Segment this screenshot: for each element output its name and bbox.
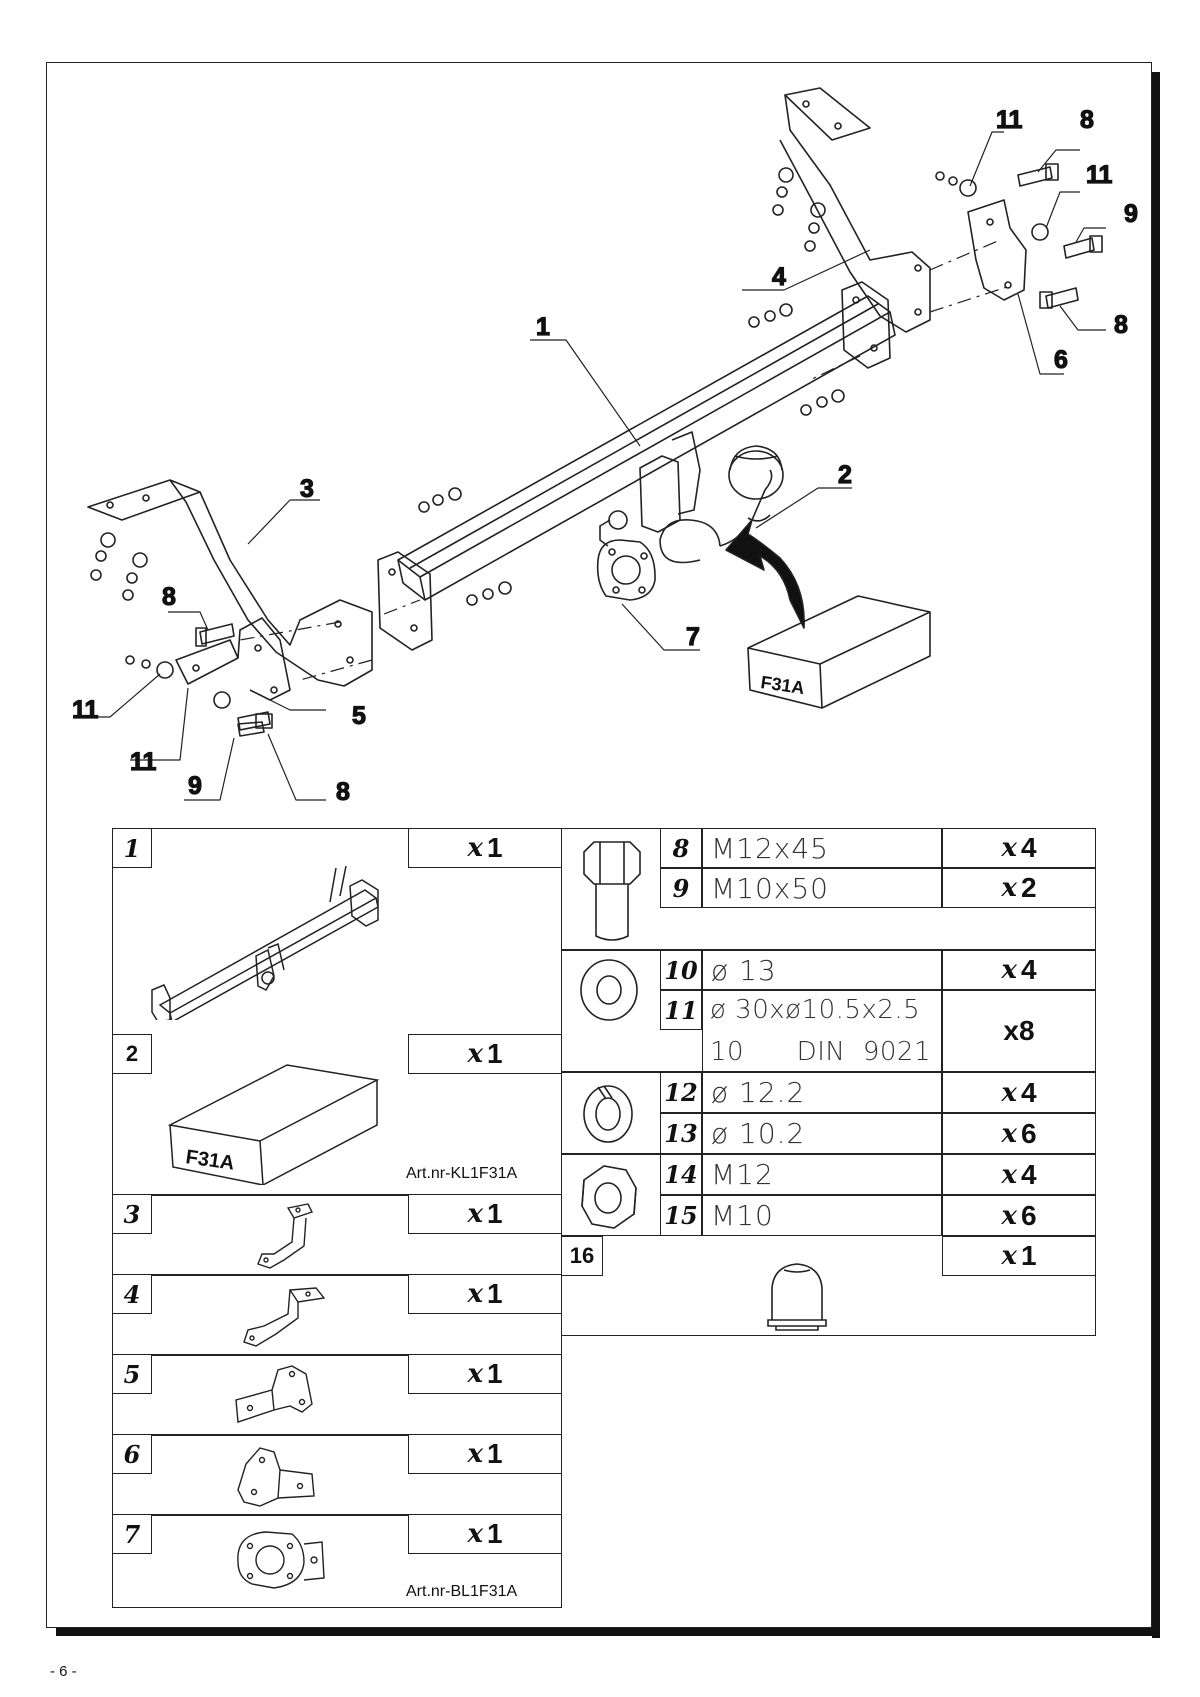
part-spec-11-din: 10 DIN 9021: [710, 1037, 932, 1067]
crossbar-left-plate: [377, 551, 433, 651]
callout-4: 4: [772, 263, 786, 291]
bracket-6-thumbnail: [237, 1447, 315, 1507]
socket-plate: [596, 539, 656, 601]
part-qty-11: x8: [942, 990, 1096, 1072]
callout-9-a: 9: [188, 772, 202, 800]
lock-washer-icon: [583, 1085, 633, 1143]
frame-shadow: [56, 1628, 1160, 1636]
callout-3: 3: [300, 475, 314, 503]
frame-shadow: [1152, 72, 1160, 1638]
callout-11-c: 11: [996, 106, 1023, 134]
left-arm-thumbnail: [257, 1203, 313, 1269]
part-spec-10: ø 13: [702, 950, 942, 990]
part-number-1: 1: [112, 828, 152, 868]
nut-icon: [581, 1165, 637, 1229]
socket-plate-thumbnail: [237, 1531, 325, 1589]
right-arm-bracket: [779, 87, 931, 333]
callout-8-b: 8: [336, 778, 350, 806]
ball-cover-icon: [767, 1263, 827, 1331]
article-number-kl: Art.nr-KL1F31A: [406, 1165, 518, 1182]
callout-11-b: 11: [130, 748, 157, 776]
part-number-3: 3: [112, 1194, 152, 1234]
callout-8-d: 8: [1114, 311, 1128, 339]
packaging-box: [747, 595, 931, 709]
exploded-assembly-drawing: 1 2 3 4 5 6 7 8 8 8 8 9 9 11 11 11 11 F3…: [71, 87, 1139, 807]
part-spec-11-box: [702, 990, 942, 1072]
part-spec-14: M12: [702, 1154, 942, 1195]
part-number-10: 10: [660, 950, 702, 990]
packaging-box-thumbnail: F31A: [167, 1064, 380, 1185]
callout-2: 2: [838, 461, 852, 489]
callout-labels: 1 2 3 4 5 6 7 8 8 8 8 9 9 11 11 11 11: [71, 105, 1138, 806]
part-number-4: 4: [112, 1274, 152, 1314]
bracket-6: [967, 199, 1027, 301]
fastener-group: [90, 167, 1049, 709]
part-number-13: 13: [660, 1113, 702, 1154]
part-spec-15: M10: [702, 1195, 942, 1236]
part-spec-8: M12x45: [702, 828, 942, 868]
part-spec-12: ø 12.2: [702, 1072, 942, 1113]
crossbar-thumbnail: [151, 865, 379, 1020]
part-number-6: 6: [112, 1434, 152, 1474]
part-number-7: 7: [112, 1514, 152, 1554]
part-number-12: 12: [660, 1072, 702, 1113]
callout-5: 5: [352, 702, 366, 730]
bolts: [195, 163, 1103, 737]
callout-8-c: 8: [1080, 106, 1094, 134]
washer-icon: [580, 959, 638, 1021]
part-number-9: 9: [660, 868, 702, 908]
part-spec-13: ø 10.2: [702, 1113, 942, 1154]
callout-11-a: 11: [72, 696, 99, 724]
bracket-5-thumbnail: [235, 1365, 313, 1423]
part-number-14: 14: [660, 1154, 702, 1195]
callout-1: 1: [536, 313, 550, 341]
part-number-16: 16: [561, 1236, 603, 1276]
part-number-15: 15: [660, 1195, 702, 1236]
page-number: - 6 -: [50, 1663, 77, 1680]
callout-8-a: 8: [162, 583, 176, 611]
callout-6: 6: [1054, 346, 1068, 374]
part-spec-9: M10x50: [702, 868, 942, 908]
part-number-5: 5: [112, 1354, 152, 1394]
right-arm-thumbnail: [243, 1287, 326, 1347]
bolt-icon: [583, 841, 641, 941]
part-number-11: 11: [660, 990, 702, 1030]
assembly-axis-lines: [239, 239, 1011, 681]
crossbar-right-plate: [841, 281, 891, 369]
callout-7: 7: [686, 623, 700, 651]
tow-ball: [659, 445, 784, 564]
leader-lines: [78, 131, 1106, 801]
callout-11-d: 11: [1086, 161, 1113, 189]
part-spec-11: ø 30xø10.5x2.5: [710, 995, 921, 1025]
part-number-2: 2: [112, 1034, 152, 1074]
article-number-bl: Art.nr-BL1F31A: [406, 1583, 518, 1600]
left-arm-bracket: [87, 479, 373, 687]
callout-9-b: 9: [1124, 200, 1138, 228]
install-arrow: [725, 519, 805, 629]
part-number-8: 8: [660, 828, 702, 868]
